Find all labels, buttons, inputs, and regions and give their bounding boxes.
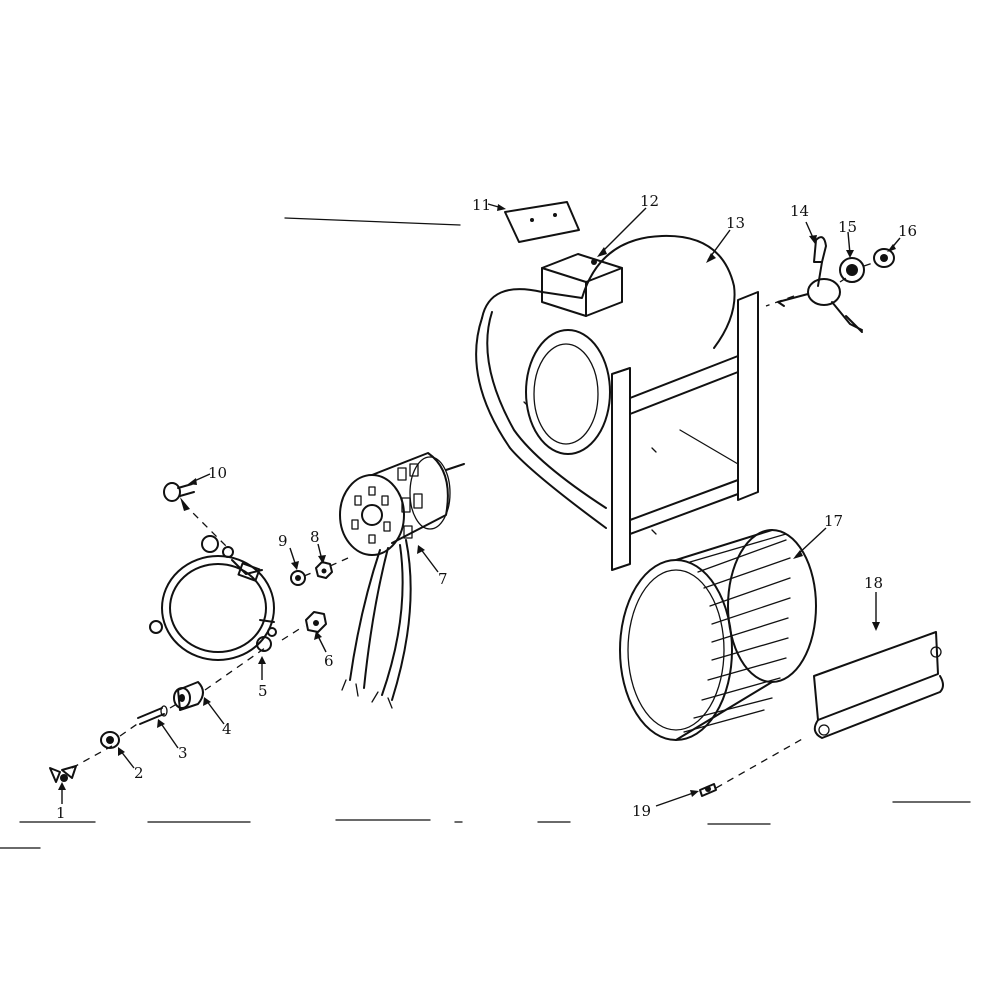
- part-label-14: 14: [790, 202, 809, 220]
- part-label-12: 12: [640, 192, 659, 210]
- part-label-2: 2: [134, 764, 144, 782]
- blower-motor-icon: [339, 452, 465, 709]
- part-label-18: 18: [864, 574, 883, 592]
- part-label-19: 19: [632, 802, 651, 820]
- part-label-9: 9: [278, 532, 288, 550]
- part-label-13: 13: [726, 214, 745, 232]
- blower-housing-icon: [475, 234, 759, 571]
- grommet-icon: [173, 681, 204, 711]
- washer-icon: [100, 731, 120, 749]
- leader-lines: [58, 203, 901, 807]
- part-label-8: 8: [310, 528, 320, 546]
- part-label-11: 11: [472, 196, 491, 214]
- part-labels: 1 2 3 4 5 6 7 8 9 10 11 12 13 14 15 16 1…: [56, 192, 917, 822]
- grommet-icon: [839, 257, 865, 283]
- baseline-strokes: [0, 217, 971, 849]
- assembly-lines: [71, 261, 877, 789]
- part-label-4: 4: [222, 720, 232, 738]
- part-label-5: 5: [258, 682, 268, 700]
- nut-icon: [873, 248, 895, 268]
- part-label-3: 3: [178, 744, 188, 762]
- part-label-16: 16: [898, 222, 917, 240]
- label-plate-icon: [504, 201, 580, 243]
- stud-icon: [137, 705, 168, 725]
- part-label-10: 10: [208, 464, 227, 482]
- blower-wheel-icon: [619, 529, 817, 741]
- terminal-box-icon: [541, 253, 623, 317]
- nut-icon: [315, 561, 333, 579]
- wing-nut-icon: [49, 765, 77, 783]
- set-screw-icon: [699, 783, 717, 797]
- part-label-1: 1: [56, 804, 66, 822]
- part-label-6: 6: [324, 652, 334, 670]
- part-label-17: 17: [824, 512, 843, 530]
- nut-icon: [305, 611, 327, 633]
- washer-icon: [290, 570, 306, 586]
- part-label-15: 15: [838, 218, 857, 236]
- bolt-icon: [163, 482, 195, 511]
- motor-mount-ring-icon: [149, 535, 277, 661]
- mounting-bracket-icon: [777, 236, 863, 333]
- part-label-7: 7: [438, 570, 448, 588]
- cutoff-plate-icon: [813, 631, 944, 739]
